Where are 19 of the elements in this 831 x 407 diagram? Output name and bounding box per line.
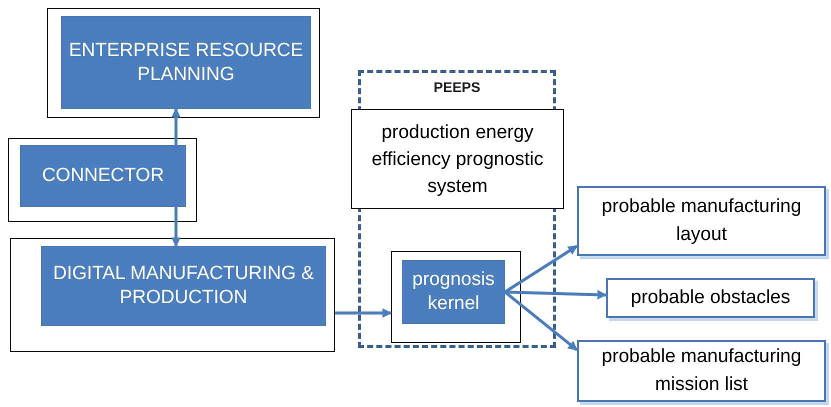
process-box: CONNECTOR [20,145,186,207]
frame-box [391,251,521,343]
arrow [504,290,578,352]
system-label: PEEPS [434,79,480,95]
arrow [171,207,181,247]
output-box: probable manufacturing layout [577,186,826,256]
process-box: ENTERPRISE RESOURCE PLANNING [61,16,311,109]
frame-box [47,8,320,118]
arrow [335,308,392,318]
arrow [171,108,181,145]
process-box: DIGITAL MANUFACTURING & PRODUCTION [41,246,326,326]
text-box: production energy efficiency prognostic system [351,109,564,209]
output-box: probable manufacturing mission list [577,340,826,402]
frame-box [10,238,335,352]
output-box: probable obstacles [606,278,815,318]
frame-box [8,138,197,222]
process-box: prognosis kernel [402,260,505,324]
arrow [504,290,607,300]
arrow [504,244,578,294]
